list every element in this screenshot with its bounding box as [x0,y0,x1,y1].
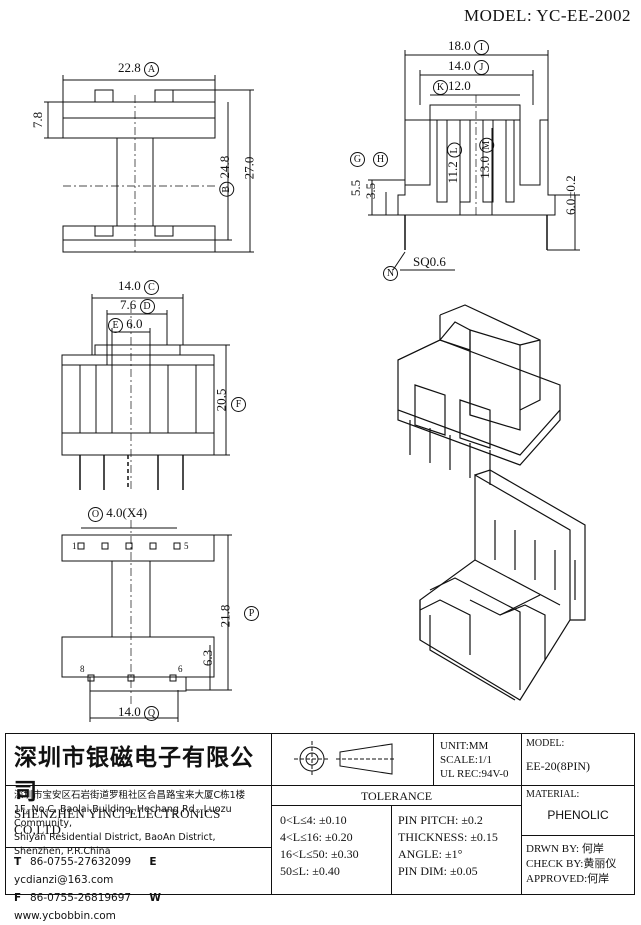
model-label: MODEL: [526,738,565,749]
pin-1-label: 1 [72,541,77,551]
approved-by: APPROVED:何岸 [526,873,610,885]
company-name-cn: 深圳市银磁电子有限公司 [14,744,254,805]
view-side-elevation [44,75,254,255]
isometric-view-bottom [419,469,586,701]
model-value: EE-20(8PIN) [526,759,590,773]
dim-h: 3.5 [363,182,379,200]
tol-1: 0<L≤4: ±0.10 [280,813,347,827]
dim-7-8: 7.8 [30,111,46,129]
dim-a: 22.8 A [118,60,159,77]
tol-4: 50≤L: ±0.40 [280,864,340,878]
email: Eycdianzi@163.com [14,856,157,886]
address-en-1: 1F, No.C, Baolai Building, Hechang Rd., … [14,804,232,829]
tol-3: 16<L≤50: ±0.30 [280,847,359,861]
pin-5-label: 5 [184,541,189,551]
address-cn: 深圳市宝安区石岩街道罗租社区合昌路宝来大厦C栋1楼 [14,790,246,801]
dim-6-3: 6.3 [200,649,216,667]
dim-f-value: 20.5 [213,388,229,412]
view-middle-front [61,294,230,490]
scale: SCALE:1/1 [440,754,492,766]
angle: ANGLE: ±1° [398,847,463,861]
dim-h-ref: H [373,150,388,167]
dim-q: 14.0 Q [118,704,159,721]
title-block: 深圳市银磁电子有限公司 SHENZHEN YINCI ELECTRONICS C… [5,733,635,922]
drawn-by: DRWN BY: 何岸 [526,843,604,855]
tol-2: 4<L≤16: ±0.20 [280,830,353,844]
dim-m: 13.0 M [477,137,494,179]
material-value: PHENOLIC [547,808,609,822]
dim-g-ref: G [350,150,365,167]
pin-dim: PIN DIM: ±0.05 [398,864,478,878]
pin-8-label: 8 [80,664,85,674]
dim-i: 18.0 I [448,38,489,55]
dim-e: E 6.0 [108,316,143,333]
checked-by: CHECK BY:黄丽仪 [526,858,617,870]
pin-6-label: 6 [178,664,183,674]
company-name-en: SHENZHEN YINCI ELECTRONICS CO,LTD. [14,806,221,837]
dim-27: 27.0 [241,156,257,180]
dim-j: 14.0 J [448,58,489,75]
dim-d: 7.6 D [120,297,155,314]
view-front [368,50,580,271]
dim-c: 14.0 C [118,278,159,295]
address-en-2: Shiyan Residential District, BaoAn Distr… [14,832,216,843]
dim-f-ref: F [231,395,246,412]
dim-n-ref: N [383,264,398,281]
model-title: MODEL: YC-EE-2002 [464,6,631,25]
view-bottom-plan [61,520,232,722]
pin-pitch: PIN PITCH: ±0.2 [398,813,483,827]
technical-drawing [44,50,586,722]
tolerance-title: TOLERANCE [272,786,522,806]
dim-p-value: 21.8 [217,604,233,628]
dim-l: 11.2 L [445,142,462,184]
dim-b: B 24.8 [217,156,234,197]
unit: UNIT:MM [440,740,489,752]
address-en-3: Shenzhen, P.R.China [14,846,111,857]
ul-rec: UL REC:94V-0 [440,768,509,780]
dim-6-0: 6.0±0.2 [563,175,578,215]
dim-sq: SQ0.6 [413,254,446,269]
dim-p-ref: P [244,604,259,621]
thickness: THICKNESS: ±0.15 [398,830,498,844]
material-label: MATERIAL: [526,789,580,800]
dim-g: 5.5 [348,179,364,197]
dim-o: O 4.0(X4) [88,505,147,522]
isometric-view-top [397,304,561,485]
projection-symbol [272,734,434,786]
